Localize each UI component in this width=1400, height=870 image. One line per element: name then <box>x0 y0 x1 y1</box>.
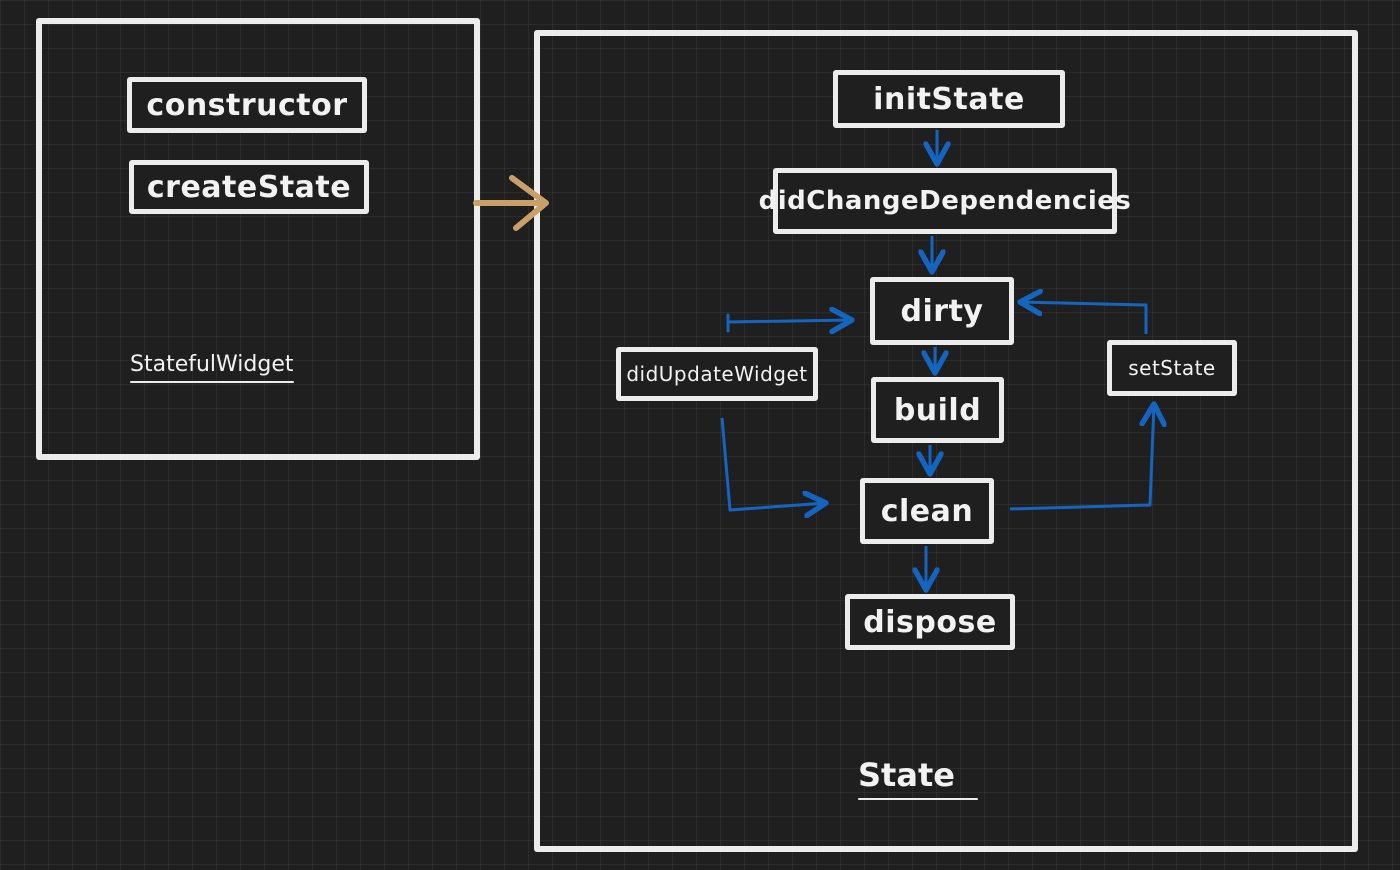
init-state-node: initState <box>833 70 1065 128</box>
did-change-dependencies-node: didChangeDependencies <box>759 168 1131 234</box>
stateful-widget-title: StatefulWidget <box>130 352 294 383</box>
stateful-widget-frame <box>36 18 480 460</box>
stateful-widget-title-text: StatefulWidget <box>130 352 294 377</box>
dispose-node: dispose <box>845 594 1015 650</box>
stateful-widget-title-underline <box>130 381 294 383</box>
state-title-underline <box>858 798 978 800</box>
state-title-text: State <box>858 756 955 794</box>
constructor-node: constructor <box>127 77 367 133</box>
clean-node: clean <box>860 478 994 544</box>
create-state-node: createState <box>129 160 369 214</box>
state-frame <box>534 30 1358 852</box>
did-update-widget-node: didUpdateWidget <box>616 347 818 401</box>
dirty-node: dirty <box>870 277 1014 345</box>
set-state-node: setState <box>1107 340 1237 396</box>
build-node: build <box>871 377 1004 443</box>
state-title: State <box>858 756 978 800</box>
